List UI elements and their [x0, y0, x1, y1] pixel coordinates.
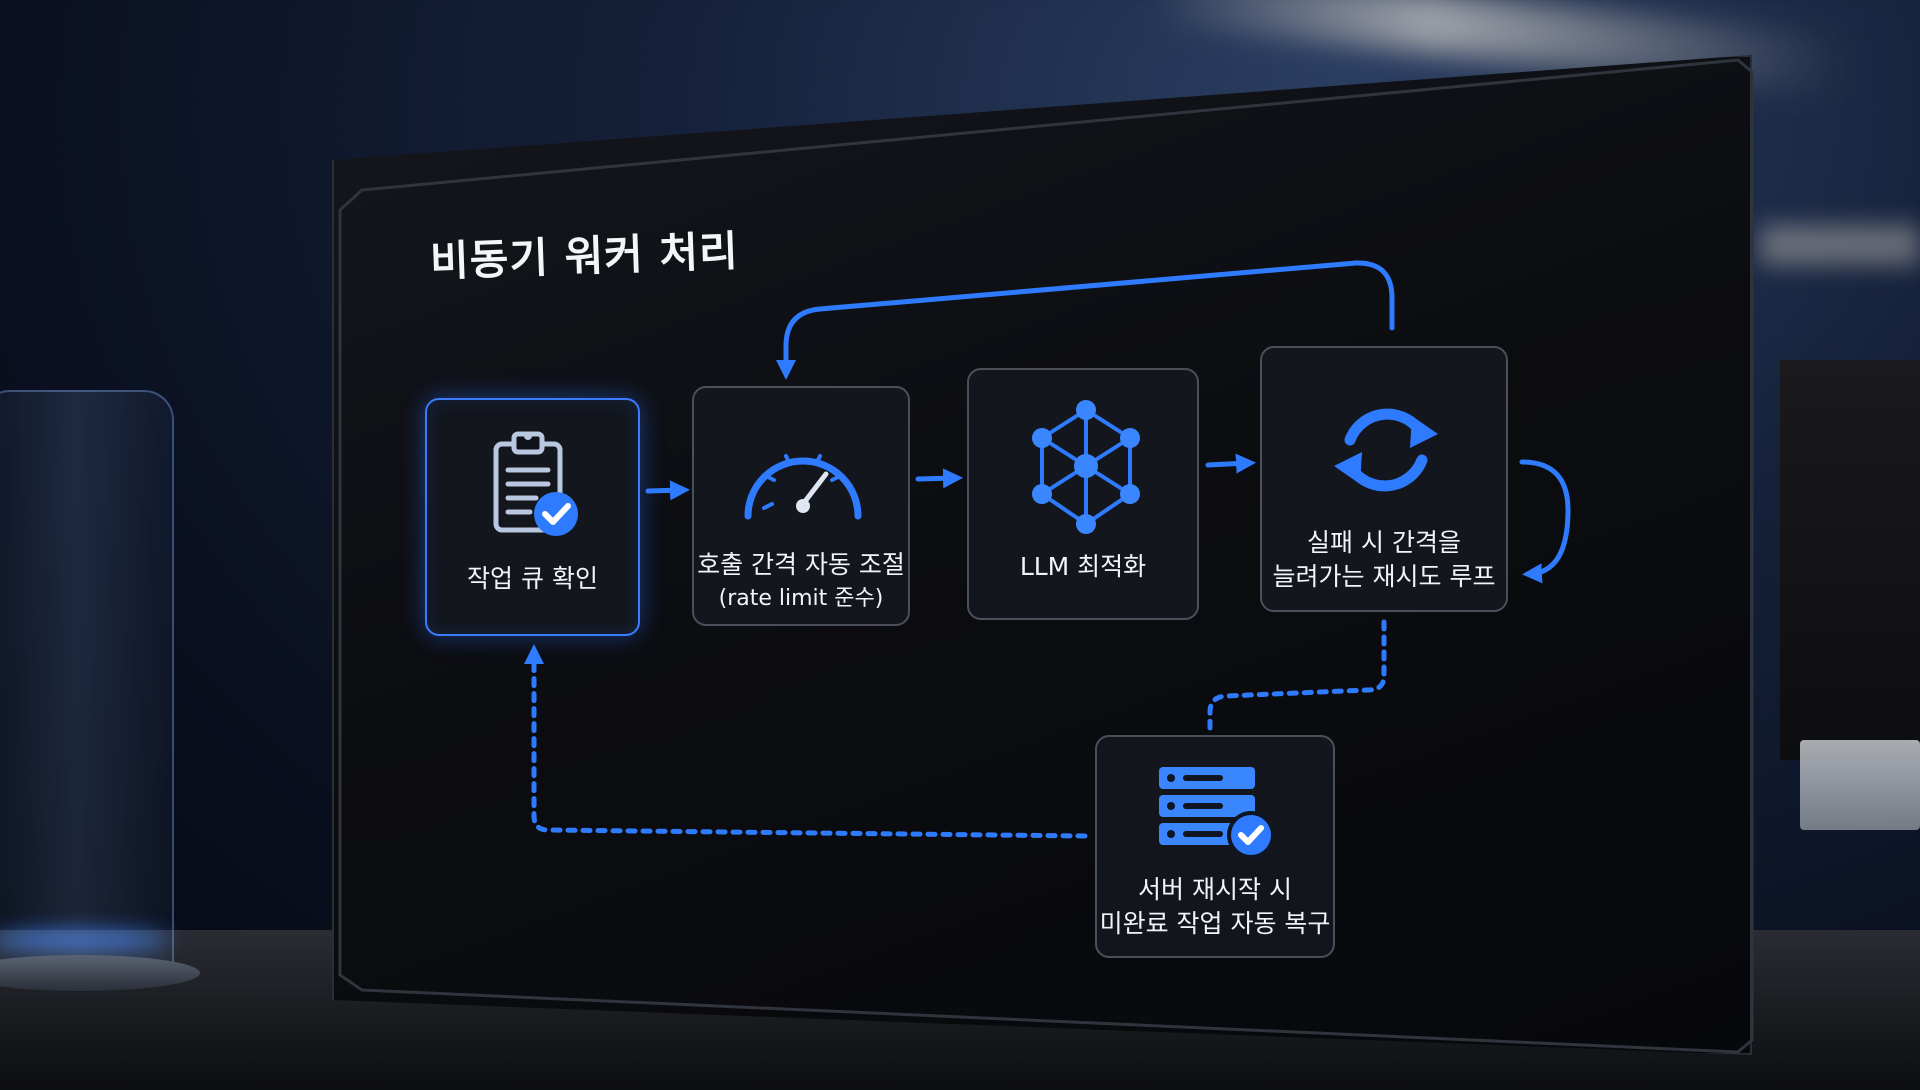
arrow-retry-self-loop	[1519, 459, 1571, 584]
glass-glow	[0, 930, 170, 950]
background-monitor	[1800, 740, 1920, 830]
step-recover-label-1: 서버 재시작 시	[1138, 875, 1292, 904]
step-retry-label-1: 실패 시 간격을	[1307, 528, 1461, 557]
step-queue-check: 작업 큐 확인	[425, 398, 640, 636]
arrow-retry-to-recover	[1207, 619, 1387, 731]
network-icon	[1032, 400, 1140, 534]
gauge-icon	[744, 454, 862, 520]
arrow-queue-to-rate	[645, 480, 690, 501]
arrow-recover-to-queue	[524, 644, 1088, 839]
step-queue-label: 작업 큐 확인	[467, 564, 598, 593]
clipboard-check-icon	[493, 431, 578, 536]
ceiling-light-2	[1760, 225, 1920, 265]
step-rate-label: 호출 간격 자동 조절	[697, 550, 905, 579]
step-rate-sublabel: (rate limit 준수)	[718, 586, 884, 611]
refresh-icon	[1334, 408, 1438, 492]
arrow-llm-to-retry	[1205, 453, 1256, 474]
arrow-rate-to-llm	[915, 468, 963, 489]
step-llm-optimize: LLM 최적화	[967, 368, 1199, 620]
step-llm-label: LLM 최적화	[1019, 552, 1147, 581]
glass-base	[0, 955, 200, 991]
arrow-top-loop	[776, 260, 1395, 380]
step-recover-label-2: 미완료 작업 자동 복구	[1099, 909, 1331, 938]
background-shelf	[1780, 360, 1920, 760]
step-rate-limit: 호출 간격 자동 조절 (rate limit 준수)	[692, 386, 910, 626]
step-server-recover: 서버 재시작 시 미완료 작업 자동 복구	[1095, 735, 1335, 958]
step-retry-label-2: 늘려가는 재시도 루프	[1272, 562, 1496, 591]
server-check-icon	[1159, 767, 1275, 859]
step-retry-loop: 실패 시 간격을 늘려가는 재시도 루프	[1260, 346, 1508, 612]
